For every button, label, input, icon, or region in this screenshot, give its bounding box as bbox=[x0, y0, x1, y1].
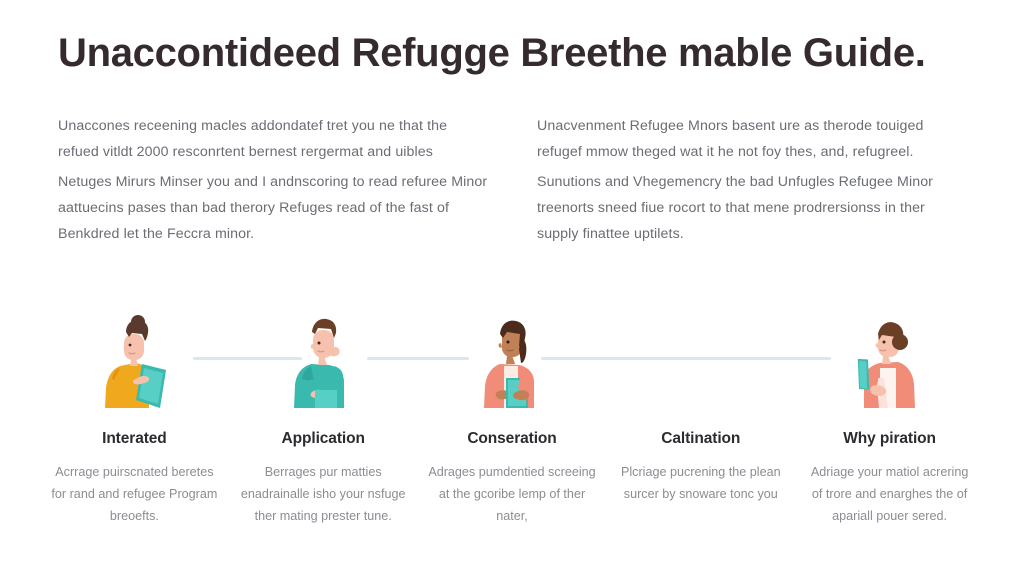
person-using-phone-icon bbox=[795, 300, 984, 408]
step-art-empty bbox=[606, 300, 795, 408]
step-description: Berrages pur matties enadrainalle isho y… bbox=[240, 465, 406, 523]
intro-paragraph: Unaccones receening macles addondatef tr… bbox=[58, 118, 448, 160]
step-item-4[interactable]: Caltination Plcriage pucrening the plean… bbox=[606, 300, 795, 550]
steps-section: Interated Acrrage puirscnated beretes fo… bbox=[40, 300, 984, 550]
step-title: Conseration bbox=[467, 430, 557, 447]
step-description: Plcriage pucrening the plean surcer by s… bbox=[620, 465, 781, 501]
person-reading-tablet-icon bbox=[40, 300, 229, 408]
step-description: Adrages pumdentied screeing at the gcori… bbox=[428, 465, 596, 523]
intro-column-left: Unaccones receening macles addondatef tr… bbox=[58, 113, 489, 247]
step-title: Caltination bbox=[661, 430, 741, 447]
step-item-3[interactable]: Conseration Adrages pumdentied screeing … bbox=[418, 300, 607, 550]
step-item-5[interactable]: Why piration Adriage your matiol acrerin… bbox=[795, 300, 984, 550]
intro-column-right: Unacvenment Refugee Mnors basent ure as … bbox=[537, 113, 968, 247]
page-title: Unaccontideed Refugge Breethe mable Guid… bbox=[58, 31, 926, 75]
intro-paragraph: Unacvenment Refugee Mnors basent ure as … bbox=[537, 118, 924, 160]
step-title: Interated bbox=[102, 430, 167, 447]
step-title: Application bbox=[281, 430, 365, 447]
step-description: Adriage your matiol acrering of trore an… bbox=[810, 465, 969, 523]
step-item-2[interactable]: Application Berrages pur matties enadrai… bbox=[229, 300, 418, 550]
step-description: Acrrage puirscnated beretes for rand and… bbox=[51, 465, 218, 523]
step-title: Why piration bbox=[843, 430, 936, 447]
intro-section: Unaccones receening macles addondatef tr… bbox=[58, 113, 968, 247]
intro-paragraph: Netuges Mirurs Minser you and I andnscor… bbox=[58, 174, 488, 242]
step-item-1[interactable]: Interated Acrrage puirscnated beretes fo… bbox=[40, 300, 229, 550]
person-holding-document-icon bbox=[418, 300, 607, 408]
intro-paragraph: Sunutions and Vhegemencry the bad Unfugl… bbox=[537, 174, 934, 242]
person-thinking-icon bbox=[229, 300, 418, 408]
step-row: Interated Acrrage puirscnated beretes fo… bbox=[40, 300, 984, 550]
